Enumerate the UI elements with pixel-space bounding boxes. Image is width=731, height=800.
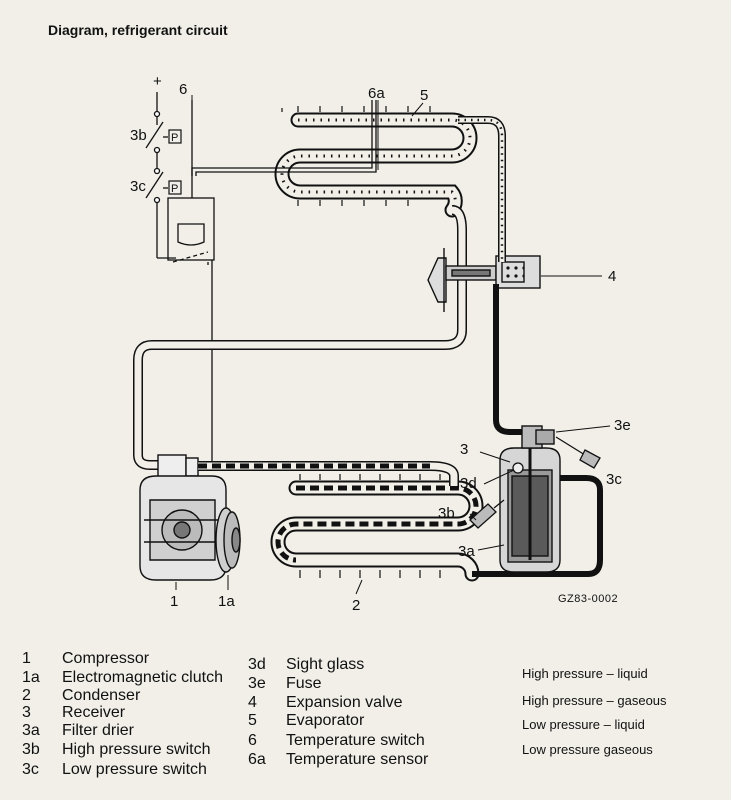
switch-circuit xyxy=(145,92,176,259)
label-3e: 3e xyxy=(614,417,631,434)
label-3c: 3c xyxy=(606,471,622,488)
label-p-3c: P xyxy=(171,183,179,195)
temperature-sensor-line xyxy=(191,100,377,176)
temperature-switch xyxy=(167,100,215,470)
drawing-code: GZ83-0002 xyxy=(558,593,618,605)
label-3d: 3d xyxy=(460,475,477,492)
pressure-switch-box-3b xyxy=(168,129,182,144)
label-3b-switch: 3b xyxy=(130,127,147,144)
pressure-legend-item: Low pressure – liquid xyxy=(522,717,645,732)
suction-line xyxy=(133,205,467,470)
high-pressure-switch xyxy=(469,499,505,529)
condenser xyxy=(270,474,484,582)
pressure-switch-box-3c xyxy=(168,180,182,195)
pressure-legend-item: High pressure – gaseous xyxy=(522,693,667,708)
label-6: 6 xyxy=(179,81,187,98)
pressure-legend-item: High pressure – liquid xyxy=(522,666,648,681)
label-3b: 3b xyxy=(438,505,455,522)
label-p-3b: P xyxy=(171,132,179,144)
label-6a: 6a xyxy=(368,85,385,102)
compressor xyxy=(139,454,227,581)
callout-lines xyxy=(175,95,611,595)
electromagnetic-clutch xyxy=(215,507,241,573)
label-3a: 3a xyxy=(458,543,475,560)
label-3c-switch: 3c xyxy=(130,178,146,195)
condenser-outlet-line xyxy=(472,475,603,577)
label-5: 5 xyxy=(420,87,428,104)
label-1a: 1a xyxy=(218,593,235,610)
label-4: 4 xyxy=(608,268,616,285)
evaporator xyxy=(274,106,478,218)
sight-glass xyxy=(512,462,524,474)
receiver-drier xyxy=(499,425,561,573)
label-2: 2 xyxy=(352,597,360,614)
liquid-line xyxy=(493,284,525,435)
label-1: 1 xyxy=(170,593,178,610)
pressure-legend-item: Low pressure gaseous xyxy=(522,742,653,757)
label-plus: + xyxy=(153,73,162,90)
label-3: 3 xyxy=(460,441,468,458)
page-title: Diagram, refrigerant circuit xyxy=(48,22,228,38)
low-pressure-switch xyxy=(555,436,601,469)
expansion-valve xyxy=(427,248,541,312)
